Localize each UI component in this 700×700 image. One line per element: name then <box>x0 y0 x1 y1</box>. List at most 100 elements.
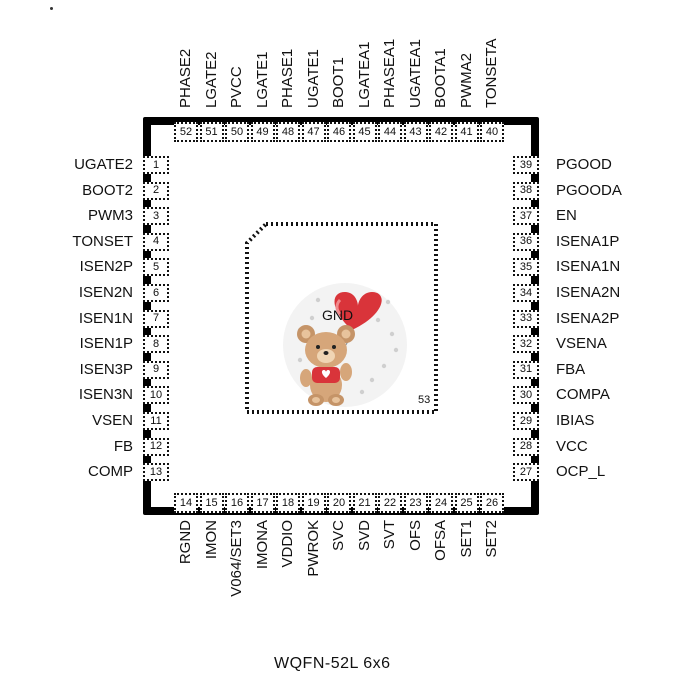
corner-mark <box>50 7 53 10</box>
pin-label-23: OFS <box>406 520 424 551</box>
exposed-pad-number: 53 <box>418 394 431 406</box>
pin-pad-28: 28 <box>513 437 539 456</box>
pin-label-9: ISEN3P <box>79 360 133 378</box>
pin-pad-16: 16 <box>225 493 249 513</box>
pin-pad-33: 33 <box>513 309 539 328</box>
package-label: WQFN-52L 6x6 <box>274 655 391 672</box>
pin-pad-52: 52 <box>174 122 198 142</box>
pin-pad-10: 10 <box>143 386 169 405</box>
pin-label-3: PWM3 <box>88 207 133 225</box>
pin-pad-45: 45 <box>352 122 377 142</box>
pin-pad-24: 24 <box>429 493 453 513</box>
pin-pad-40: 40 <box>480 122 504 142</box>
pin-pad-32: 32 <box>513 335 539 354</box>
pin-label-7: ISEN1N <box>78 309 133 327</box>
pin-pad-18: 18 <box>276 493 300 513</box>
pin-pad-37: 37 <box>513 207 539 226</box>
pin-pad-36: 36 <box>513 232 539 251</box>
exposed-pad-name: GND <box>322 307 354 323</box>
pin-label-15: IMON <box>202 520 220 560</box>
pin-label-5: ISEN2P <box>79 258 133 276</box>
pin-label-30: COMPA <box>556 386 610 404</box>
pin-label-26: SET2 <box>483 520 500 558</box>
pin-pad-7: 7 <box>143 309 169 328</box>
pin-pad-14: 14 <box>174 493 198 513</box>
pin-label-34: ISENA2N <box>556 284 621 301</box>
pin-label-8: ISEN1P <box>79 335 133 353</box>
pin-pad-38: 38 <box>513 181 539 200</box>
pin-pad-3: 3 <box>143 207 169 226</box>
pin-pad-42: 42 <box>429 122 453 142</box>
pin-pad-30: 30 <box>513 386 539 405</box>
pin-pad-34: 34 <box>513 284 539 302</box>
pin-label-13: COMP <box>88 463 133 481</box>
pin-pad-6: 6 <box>143 284 169 302</box>
pin-pad-25: 25 <box>454 493 479 513</box>
pin-label-42: BOOTA1 <box>432 48 449 108</box>
pin-pad-26: 26 <box>480 493 504 513</box>
pin-label-18: VDDIO <box>279 520 296 568</box>
pin-label-29: IBIAS <box>556 412 595 429</box>
pin-pad-15: 15 <box>199 493 224 513</box>
pin-label-36: ISENA1P <box>556 232 620 250</box>
pin-label-31: FBA <box>556 360 586 378</box>
pin-label-20: SVC <box>330 520 347 551</box>
pin-label-24: OFSA <box>432 520 449 561</box>
pin-label-1: UGATE2 <box>74 156 133 173</box>
pin-pad-44: 44 <box>378 122 402 142</box>
pin-pad-46: 46 <box>327 122 351 142</box>
pin-label-47: UGATE1 <box>304 49 322 108</box>
teddy-bear-icon <box>297 325 355 406</box>
pin-pad-8: 8 <box>143 335 169 354</box>
pin-pad-17: 17 <box>250 493 275 513</box>
pin-label-32: VSENA <box>556 335 607 353</box>
pin-label-16: V064/SET3 <box>228 520 245 597</box>
pin-label-10: ISEN3N <box>78 386 133 404</box>
pin-pad-48: 48 <box>276 122 300 142</box>
pin-label-35: ISENA1N <box>556 258 621 276</box>
pin-label-41: PWMA2 <box>457 52 475 108</box>
pin-pad-11: 11 <box>143 412 169 430</box>
pin-pad-39: 39 <box>513 156 539 174</box>
pin-pad-22: 22 <box>378 493 402 513</box>
pin-pad-1: 1 <box>143 156 169 174</box>
pin-label-4: TONSET <box>72 232 133 250</box>
pin-label-28: VCC <box>556 437 588 455</box>
pin-pad-12: 12 <box>143 437 169 456</box>
pin-label-46: BOOT1 <box>330 57 347 108</box>
pin-label-40: TONSETA <box>483 38 500 108</box>
pin-label-6: ISEN2N <box>78 284 133 301</box>
pin-label-27: OCP_L <box>556 463 606 481</box>
pin-label-14: RGND <box>177 520 194 565</box>
pin-label-49: LGATE1 <box>253 51 271 108</box>
pin-label-50: PVCC <box>228 66 245 108</box>
pin-pad-5: 5 <box>143 258 169 277</box>
pin-label-38: PGOODA <box>556 181 622 199</box>
pin-pad-19: 19 <box>301 493 326 513</box>
heart-balloon-icon <box>334 292 382 330</box>
pin-label-19: PWROK <box>304 520 322 577</box>
pin-pad-47: 47 <box>301 122 326 142</box>
pin-pad-50: 50 <box>225 122 249 142</box>
pin-pad-2: 2 <box>143 181 169 200</box>
pin-label-37: EN <box>556 207 577 225</box>
pin-label-44: PHASEA1 <box>381 38 398 108</box>
pin-label-52: PHASE2 <box>177 48 194 108</box>
pin-pad-23: 23 <box>403 493 428 513</box>
pin-label-45: LGATEA1 <box>355 41 373 108</box>
pin-pad-21: 21 <box>352 493 377 513</box>
pin-label-48: PHASE1 <box>279 48 296 108</box>
pin-pad-9: 9 <box>143 360 169 379</box>
pin-pad-20: 20 <box>327 493 351 513</box>
pin-label-43: UGATEA1 <box>406 39 424 108</box>
pin-pad-29: 29 <box>513 412 539 430</box>
pin-pad-41: 41 <box>454 122 479 142</box>
exposed-pad-outline <box>245 222 438 414</box>
pin-label-17: IMONA <box>253 520 271 570</box>
pin-pad-31: 31 <box>513 360 539 379</box>
pin-label-11: VSEN <box>92 412 133 429</box>
pin-label-22: SVT <box>381 520 398 550</box>
pin-pad-49: 49 <box>250 122 275 142</box>
pin-pad-13: 13 <box>143 463 169 482</box>
